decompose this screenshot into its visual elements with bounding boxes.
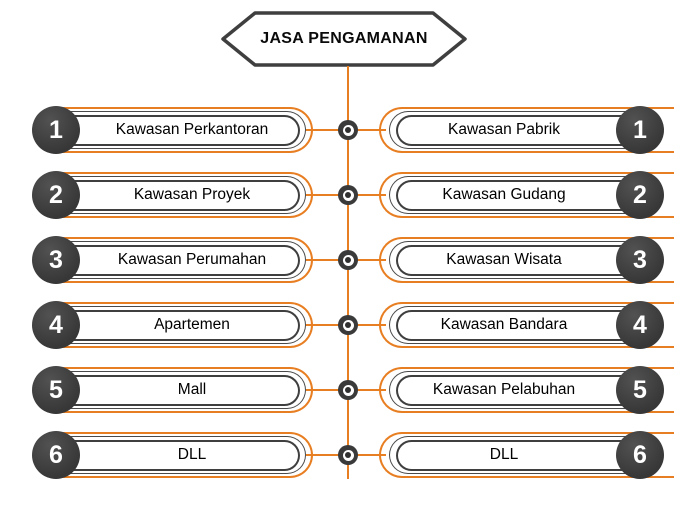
- right-number-badge: 1: [616, 106, 664, 154]
- right-item-pill: DLL: [396, 439, 650, 471]
- spine-node-icon: [338, 380, 358, 400]
- left-number-badge: 2: [32, 171, 80, 219]
- left-item-label: Apartemen: [154, 316, 230, 333]
- spine-node-icon: [338, 445, 358, 465]
- spine-node-icon: [338, 315, 358, 335]
- right-mid-ring: [389, 371, 650, 409]
- right-mid-ring: [389, 436, 650, 474]
- spine-node-icon: [338, 185, 358, 205]
- left-item-pill: Kawasan Perumahan: [46, 244, 300, 276]
- right-mid-ring: [389, 111, 650, 149]
- right-item-pill: Kawasan Bandara: [396, 309, 650, 341]
- node-ring: [342, 384, 354, 396]
- left-outer-ring: [50, 432, 313, 478]
- left-number: 1: [49, 115, 63, 144]
- right-mid-ring: [389, 241, 650, 279]
- right-item-label: Kawasan Pelabuhan: [432, 381, 576, 398]
- left-mid-ring: [46, 176, 306, 214]
- right-item-label: DLL: [489, 446, 519, 463]
- left-number-badge: 5: [32, 366, 80, 414]
- left-number-badge: 6: [32, 431, 80, 479]
- left-item-pill: Kawasan Perkantoran: [46, 114, 300, 146]
- right-mid-ring: [389, 306, 650, 344]
- right-item-pill: Kawasan Wisata: [396, 244, 650, 276]
- left-item-pill: DLL: [46, 439, 300, 471]
- spine-node-icon: [338, 120, 358, 140]
- left-number: 2: [49, 180, 63, 209]
- left-item-label: Kawasan Proyek: [133, 186, 251, 203]
- left-outer-ring: [50, 237, 313, 283]
- spine-node-icon: [338, 250, 358, 270]
- left-number-badge: 4: [32, 301, 80, 349]
- node-ring: [342, 124, 354, 136]
- right-item-label: Kawasan Wisata: [446, 251, 562, 268]
- node-dot: [345, 257, 351, 263]
- left-number-badge: 3: [32, 236, 80, 284]
- left-item-label: Kawasan Perumahan: [117, 251, 267, 268]
- right-number: 4: [633, 310, 647, 339]
- left-item-pill: Apartemen: [46, 309, 300, 341]
- left-item-label: Kawasan Perkantoran: [115, 121, 269, 138]
- left-item-pill: Mall: [46, 374, 300, 406]
- left-mid-ring: [46, 371, 306, 409]
- left-number: 6: [49, 440, 63, 469]
- left-item-pill: Kawasan Proyek: [46, 179, 300, 211]
- node-ring: [342, 189, 354, 201]
- left-item-label: DLL: [177, 446, 207, 463]
- left-item-label: Mall: [177, 381, 207, 398]
- left-number: 5: [49, 375, 63, 404]
- right-number-badge: 4: [616, 301, 664, 349]
- right-item-pill: Kawasan Pabrik: [396, 114, 650, 146]
- right-number: 6: [633, 440, 647, 469]
- right-outer-ring: [379, 107, 674, 153]
- node-dot: [345, 127, 351, 133]
- left-number-badge: 1: [32, 106, 80, 154]
- left-outer-ring: [50, 172, 313, 218]
- right-outer-ring: [379, 367, 674, 413]
- left-outer-ring: [50, 367, 313, 413]
- right-number: 3: [633, 245, 647, 274]
- right-number-badge: 2: [616, 171, 664, 219]
- right-number-badge: 5: [616, 366, 664, 414]
- right-item-pill: Kawasan Pelabuhan: [396, 374, 650, 406]
- left-mid-ring: [46, 436, 306, 474]
- left-mid-ring: [46, 241, 306, 279]
- right-item-label: Kawasan Pabrik: [447, 121, 560, 138]
- diagram-title: JASA PENGAMANAN: [260, 30, 428, 47]
- node-dot: [345, 322, 351, 328]
- right-number-badge: 6: [616, 431, 664, 479]
- right-item-label: Kawasan Gudang: [442, 186, 566, 203]
- node-ring: [342, 449, 354, 461]
- right-outer-ring: [379, 172, 674, 218]
- left-number: 3: [49, 245, 63, 274]
- left-number: 4: [49, 310, 63, 339]
- right-outer-ring: [379, 432, 674, 478]
- left-outer-ring: [50, 302, 313, 348]
- left-mid-ring: [46, 306, 306, 344]
- node-ring: [342, 319, 354, 331]
- right-number: 1: [633, 115, 647, 144]
- right-item-pill: Kawasan Gudang: [396, 179, 650, 211]
- center-spine-line: [346, 66, 350, 479]
- title-hexagon: JASA PENGAMANAN: [221, 11, 467, 67]
- left-mid-ring: [46, 111, 306, 149]
- node-dot: [345, 452, 351, 458]
- right-mid-ring: [389, 176, 650, 214]
- right-outer-ring: [379, 237, 674, 283]
- left-outer-ring: [50, 107, 313, 153]
- right-number: 5: [633, 375, 647, 404]
- node-ring: [342, 254, 354, 266]
- right-item-label: Kawasan Bandara: [440, 316, 568, 333]
- node-dot: [345, 387, 351, 393]
- node-dot: [345, 192, 351, 198]
- right-outer-ring: [379, 302, 674, 348]
- hexagon-shape: [221, 11, 467, 67]
- right-number: 2: [633, 180, 647, 209]
- right-number-badge: 3: [616, 236, 664, 284]
